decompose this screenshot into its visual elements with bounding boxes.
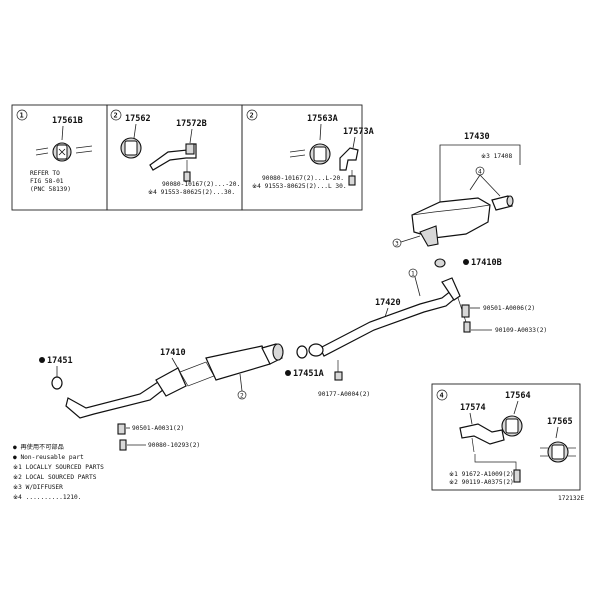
gasket-17451-group: 17451 <box>39 356 73 390</box>
callout-4a: 4 <box>478 169 482 176</box>
bolt-label-2b: ※4 91553-80625(2)...30. <box>148 189 235 196</box>
front-pipe-17410[interactable] <box>65 343 284 419</box>
legend-line-6: ※4 ..........1210. <box>13 494 82 501</box>
bolt-icon <box>463 321 471 333</box>
front-pipe-group: 17410 2 <box>65 343 284 419</box>
bolt-icon <box>461 304 470 318</box>
part-label-17410b[interactable]: 17410B <box>471 258 502 268</box>
gasket-17410b[interactable] <box>434 258 446 268</box>
muffler-assembly: 17430 ※3 17408 4 3 <box>392 132 521 248</box>
callout-3: 3 <box>395 241 399 248</box>
bolt-icon <box>183 171 191 182</box>
gasket-17451[interactable] <box>51 376 63 390</box>
part-label-17451a[interactable]: 17451A <box>293 369 324 379</box>
hanger-17563a[interactable] <box>309 143 331 165</box>
bolt-label-4b: ※2 90119-A0375(2) <box>449 479 514 486</box>
bolt-label-3b: ※4 91553-80625(2)...L 30. <box>252 183 347 190</box>
part-label-17573a[interactable]: 17573A <box>343 127 374 137</box>
front-bolts-group: 90501-A0031(2) 90080-10293(2) <box>117 423 200 451</box>
inset-4-number: 4 <box>440 392 444 400</box>
inset-box-2: 2 17562 17572B 90080-10167(2)...-20. ※4 … <box>106 104 243 211</box>
part-label-17430[interactable]: 17430 <box>464 132 490 142</box>
tail-pipe-17408[interactable] <box>491 195 514 211</box>
callout-2: 2 <box>240 393 244 400</box>
bolt-label-4a: ※1 91672-A1009(2) <box>449 471 514 478</box>
bolt-icon <box>513 469 521 483</box>
legend: ● 再使用不可部品 ● Non-reusable part ※1 LOCALLY… <box>13 443 104 501</box>
refer-note-line3: (PNC 58139) <box>30 186 71 193</box>
legend-line-5: ※3 W/DIFFUSER <box>13 484 63 491</box>
legend-line-1: ● 再使用不可部品 <box>13 443 64 451</box>
center-pipe-17420[interactable] <box>308 277 461 357</box>
part-label-17451[interactable]: 17451 <box>47 356 73 366</box>
bracket-17572b[interactable] <box>149 143 197 171</box>
inset-1-number: 1 <box>20 112 24 120</box>
part-label-17572b[interactable]: 17572B <box>176 119 207 129</box>
hanger-17565[interactable] <box>547 441 569 463</box>
part-label-17410[interactable]: 17410 <box>160 348 186 358</box>
part-label-17574[interactable]: 17574 <box>460 403 486 413</box>
nut-icon <box>334 371 343 381</box>
bolt-label-d: 90501-A0031(2) <box>132 425 184 432</box>
bolt-icon <box>348 175 356 186</box>
refer-note-line1: REFER TO <box>30 170 60 177</box>
inset-box-4: 4 17574 17564 17565 ※1 91672-A1009(2) ※2… <box>431 383 581 491</box>
hanger-17564[interactable] <box>501 415 523 437</box>
footer-code: 172132E <box>558 495 584 502</box>
non-reusable-dot <box>285 370 291 376</box>
bolt-label-3a: 90080-10167(2)...L-20. <box>262 175 344 182</box>
callout-1: 1 <box>411 271 415 278</box>
bolt-icon <box>117 423 126 435</box>
inset-box-3: 2 17563A 17573A 90080-10167(2)...L-20. ※… <box>241 104 374 211</box>
gasket-17410b-group: 17410B <box>434 258 502 268</box>
part-label-17564[interactable]: 17564 <box>505 391 531 401</box>
inset-3-number: 2 <box>250 112 254 120</box>
refer-note-line2: FIG 58-01 <box>30 178 64 185</box>
inset-2-number: 2 <box>114 112 118 120</box>
part-label-17563a[interactable]: 17563A <box>307 114 338 124</box>
bracket-17574[interactable] <box>459 423 505 453</box>
non-reusable-dot <box>463 259 469 265</box>
gasket-17451a-group: 17451A 90177-A0004(2) <box>285 345 370 398</box>
bolt-icon <box>119 439 127 451</box>
hanger-17562[interactable] <box>120 137 142 159</box>
non-reusable-dot <box>39 357 45 363</box>
bracket-17573a[interactable] <box>339 147 359 171</box>
hanger-17561b[interactable] <box>52 142 72 162</box>
bolt-label-e: 90080-10293(2) <box>148 442 200 449</box>
part-label-17562[interactable]: 17562 <box>125 114 151 124</box>
part-label-17565[interactable]: 17565 <box>547 417 573 427</box>
part-label-17561b[interactable]: 17561B <box>52 116 83 126</box>
part-label-17420[interactable]: 17420 <box>375 298 401 308</box>
bolt-label-2a: 90080-10167(2)...-20. <box>162 181 240 188</box>
bolt-label-c: 90177-A0004(2) <box>318 391 370 398</box>
gasket-17451a[interactable] <box>296 345 308 359</box>
bolt-label-b: 90109-A0033(2) <box>495 327 547 334</box>
legend-line-2: ● Non-reusable part <box>13 454 84 461</box>
legend-line-4: ※2 LOCAL SOURCED PARTS <box>13 474 97 481</box>
bolt-label-a: 90501-A0006(2) <box>483 305 535 312</box>
legend-line-3: ※1 LOCALLY SOURCED PARTS <box>13 464 104 471</box>
muffler-17430[interactable] <box>411 197 491 247</box>
center-pipe-group: 1 17420 90501-A0006(2) 90109-A0033(2) <box>308 268 547 357</box>
part-label-17408[interactable]: ※3 17408 <box>481 153 513 160</box>
inset-box-1: 1 17561B REFER TO FIG 58-01 (PNC 58139) <box>11 104 108 211</box>
